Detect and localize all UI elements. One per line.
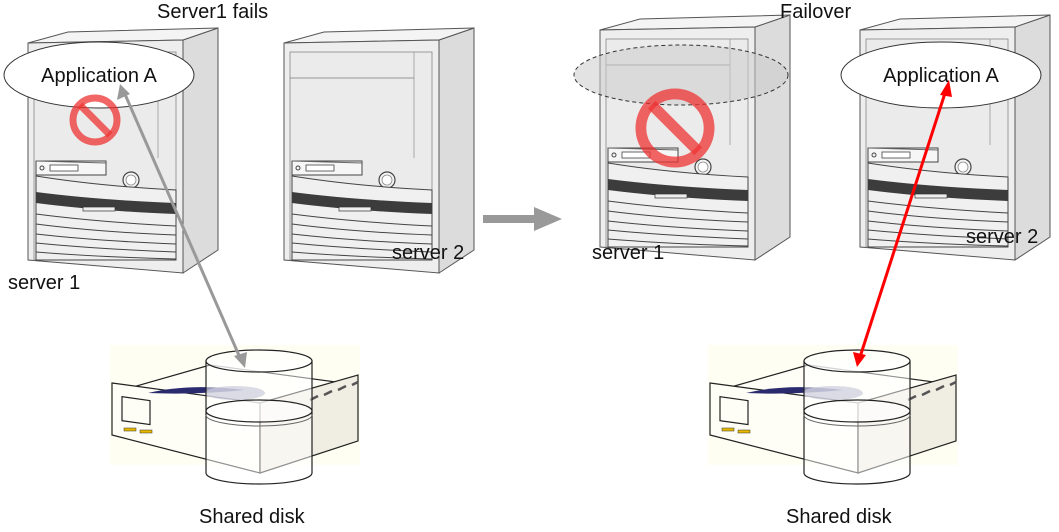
shared-disk-left — [108, 343, 362, 486]
server-2-label-left: server 2 — [392, 242, 465, 264]
panel-server1-fails: Application A — [3, 27, 475, 486]
application-a-label-server2: Application A — [883, 65, 999, 87]
ghost-application-bubble — [573, 44, 789, 106]
application-a-bubble: Application A — [3, 41, 195, 109]
shared-disk-label-right: Shared disk — [786, 506, 892, 528]
connection-arrow-gray — [117, 84, 247, 368]
caption-failover: Failover — [780, 1, 852, 23]
server-1-label-right: server 1 — [592, 242, 665, 264]
server-1-label-left: server 1 — [8, 272, 81, 294]
panel-failover: Application A — [573, 14, 1051, 486]
shared-disk-label-left: Shared disk — [199, 506, 305, 528]
caption-server1-fails: Server1 fails — [157, 1, 269, 23]
server-2-label-right: server 2 — [966, 226, 1039, 248]
transition-arrow-icon — [483, 207, 562, 231]
shared-disk-right — [706, 343, 960, 486]
connection-arrow-red — [853, 80, 952, 367]
server-2-tower — [283, 27, 475, 274]
application-a-label: Application A — [41, 65, 157, 87]
application-a-bubble-server2: Application A — [840, 41, 1042, 109]
